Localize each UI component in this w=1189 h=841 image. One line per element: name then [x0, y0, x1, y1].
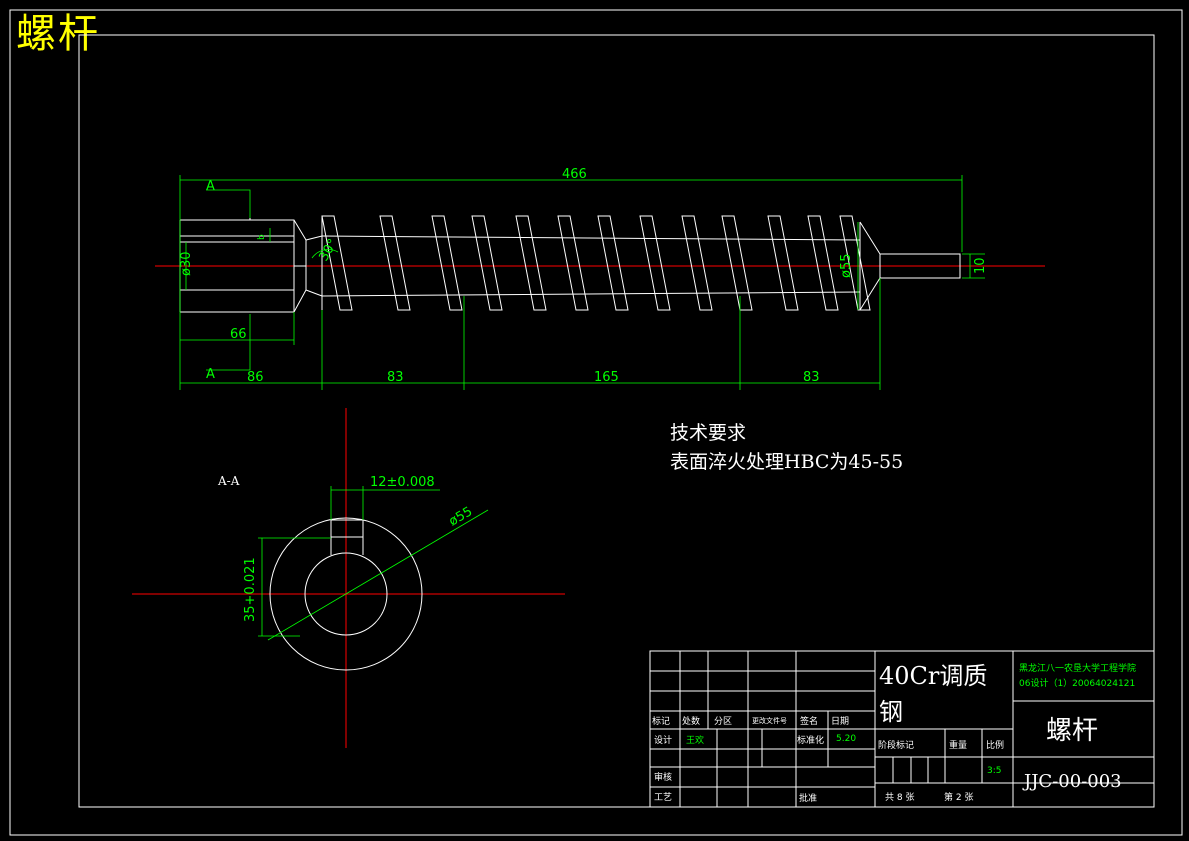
flight-8	[639, 215, 671, 311]
tb-label-count: 处数	[682, 715, 700, 727]
dim-dia-tip: 10	[973, 257, 988, 274]
section-marker-top: A	[206, 179, 215, 194]
flight-6	[557, 215, 589, 311]
tb-std-value: 5.20	[836, 734, 856, 744]
flight-7	[597, 215, 629, 311]
title-block: 标记 处数 分区 更改文件号 签名 日期 设计 王欢 标准化 5.20 审核 工…	[649, 650, 1155, 808]
tb-scale-value: 3:5	[987, 766, 1001, 776]
flight-4	[471, 215, 503, 311]
page-title: 螺杆	[16, 11, 100, 57]
tech-requirements: 技术要求 表面淬火处理HBC为45-55	[670, 422, 903, 473]
tb-label-scale: 比例	[986, 739, 1004, 751]
tb-total-sheets: 共 8 张	[885, 792, 914, 803]
tb-part-name: 螺杆	[1046, 716, 1098, 746]
flight-11	[767, 215, 799, 311]
section-view: 12±0.008 ø55 35+0.021 A-A	[132, 408, 565, 748]
outer-circle	[269, 517, 423, 671]
tb-label-weight: 重量	[949, 739, 967, 751]
section-label: A-A	[217, 474, 240, 488]
inner-frame	[78, 34, 1155, 808]
dim-dia-main: ø55	[839, 254, 854, 279]
flight-12	[807, 215, 839, 311]
tb-label-stage-mark: 阶段标记	[878, 739, 914, 751]
inner-circle	[304, 552, 388, 636]
tb-school: 黑龙江八一农垦大学工程学院	[1019, 662, 1136, 674]
dim-seg-a: 86	[247, 370, 264, 385]
dim-seg-b: 83	[387, 370, 404, 385]
dim-left-segment: 66	[230, 327, 247, 342]
tb-material-line2: 钢	[879, 698, 903, 726]
outer-frame	[9, 9, 1183, 836]
tb-label-mark: 标记	[652, 715, 670, 727]
tb-label-review: 审核	[654, 771, 672, 783]
flight-13	[839, 215, 871, 311]
tb-label-date: 日期	[831, 716, 849, 727]
tb-designer: 王欢	[686, 734, 704, 746]
tb-class-info: 06设计（1）20064024121	[1019, 677, 1135, 689]
dim-seg-c: 165	[594, 370, 619, 385]
flight-3	[431, 215, 463, 311]
tech-line-1: 表面淬火处理HBC为45-55	[670, 451, 903, 473]
flight-1	[321, 215, 353, 311]
screw-main-view: 466 66 86 83 165 83 A A ø30 ø55 10 30° b	[155, 167, 1045, 390]
tb-label-doc-no: 更改文件号	[752, 716, 787, 725]
tb-label-design: 设计	[654, 734, 672, 746]
tb-material-line1: 40Cr调质	[879, 662, 987, 690]
keyway-width-dim: 12±0.008	[370, 475, 435, 490]
tb-label-standard: 标准化	[797, 734, 824, 746]
dim-seg-d: 83	[803, 370, 820, 385]
tech-heading: 技术要求	[670, 422, 746, 444]
flight-10	[721, 215, 753, 311]
tb-label-sign: 签名	[800, 715, 818, 727]
flight-5	[515, 215, 547, 311]
dim-small-b: b	[257, 234, 267, 240]
tb-label-approve: 批准	[799, 792, 817, 804]
section-marker-bottom: A	[206, 367, 215, 382]
tb-label-zone: 分区	[714, 716, 732, 727]
flight-9	[681, 215, 713, 311]
tb-label-process: 工艺	[654, 792, 672, 803]
tb-sheet-no: 第 2 张	[944, 791, 973, 803]
screw-flights	[321, 215, 871, 311]
key-depth-dim: 35+0.021	[243, 557, 258, 622]
tb-drawing-no: JJC-00-003	[1022, 771, 1122, 792]
dim-total-length: 466	[562, 167, 587, 182]
dim-angle: 30°	[316, 237, 341, 264]
flight-2	[379, 215, 411, 311]
dim-dia-left: ø30	[179, 252, 194, 277]
